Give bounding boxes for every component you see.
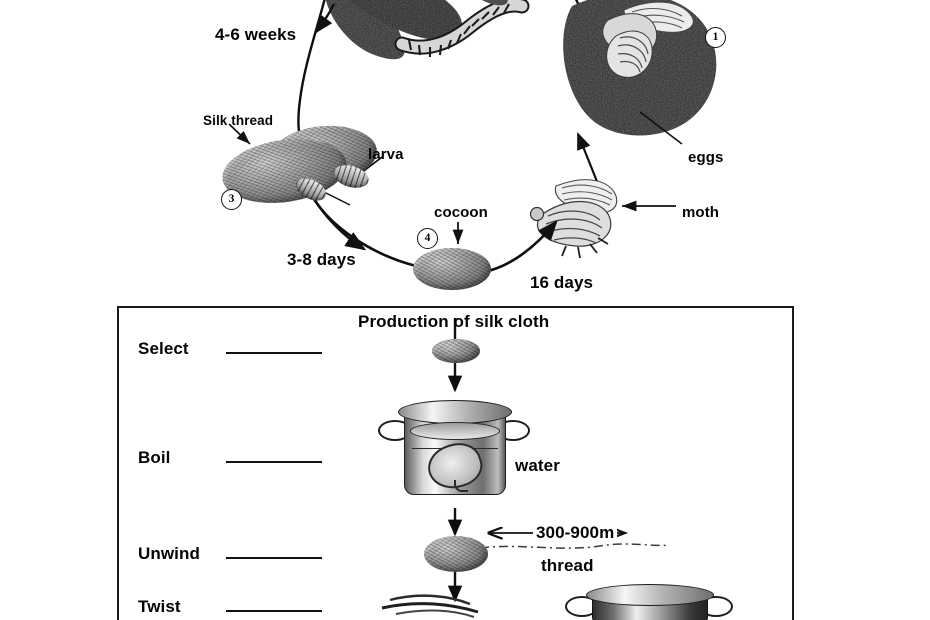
answer-rule-boil[interactable]: [226, 461, 322, 463]
eggs-on-leaf-illustration: [563, 0, 717, 212]
label-moth: moth: [682, 204, 720, 221]
annotation-thread-length: 300-900m: [533, 524, 618, 541]
step-label-boil: Boil: [138, 448, 171, 467]
label-cocoon: cocoon: [434, 204, 488, 221]
answer-rule-select[interactable]: [226, 352, 322, 354]
answer-rule-unwind[interactable]: [226, 557, 322, 559]
moth-illustration: [529, 179, 618, 259]
production-title: Production of silk cloth: [358, 312, 550, 331]
larva-illustration: [325, 0, 530, 60]
stage-marker-3: 3: [221, 189, 242, 210]
label-larva: larva: [368, 146, 404, 163]
step-label-twist: Twist: [138, 597, 181, 616]
cocoon-unwind-step: [424, 536, 488, 572]
boiling-pot: [378, 396, 530, 502]
stage-marker-1: 1: [705, 27, 726, 48]
cocoon-stage4: [413, 248, 491, 290]
production-flow-arrows: [381, 318, 669, 618]
step-label-select: Select: [138, 339, 189, 358]
answer-rule-twist[interactable]: [226, 610, 322, 612]
stage-marker-4: 4: [417, 228, 438, 249]
label-eggs: eggs: [688, 149, 724, 166]
annotation-thread: thread: [541, 556, 594, 575]
label-4-6-weeks: 4-6 weeks: [215, 25, 297, 44]
label-silk-thread: Silk thread: [203, 113, 274, 128]
twisting-pot: [565, 582, 733, 620]
label-16-days: 16 days: [530, 273, 594, 292]
arrow-16-days: [483, 220, 558, 274]
step-label-unwind: Unwind: [138, 544, 200, 563]
cocoon-select-step: [432, 339, 480, 363]
annotation-water: water: [515, 456, 560, 475]
arrow-4-6-weeks: [297, 0, 326, 141]
label-3-8-days: 3-8 days: [287, 250, 356, 269]
production-of-silk-cloth-box: [117, 306, 794, 620]
